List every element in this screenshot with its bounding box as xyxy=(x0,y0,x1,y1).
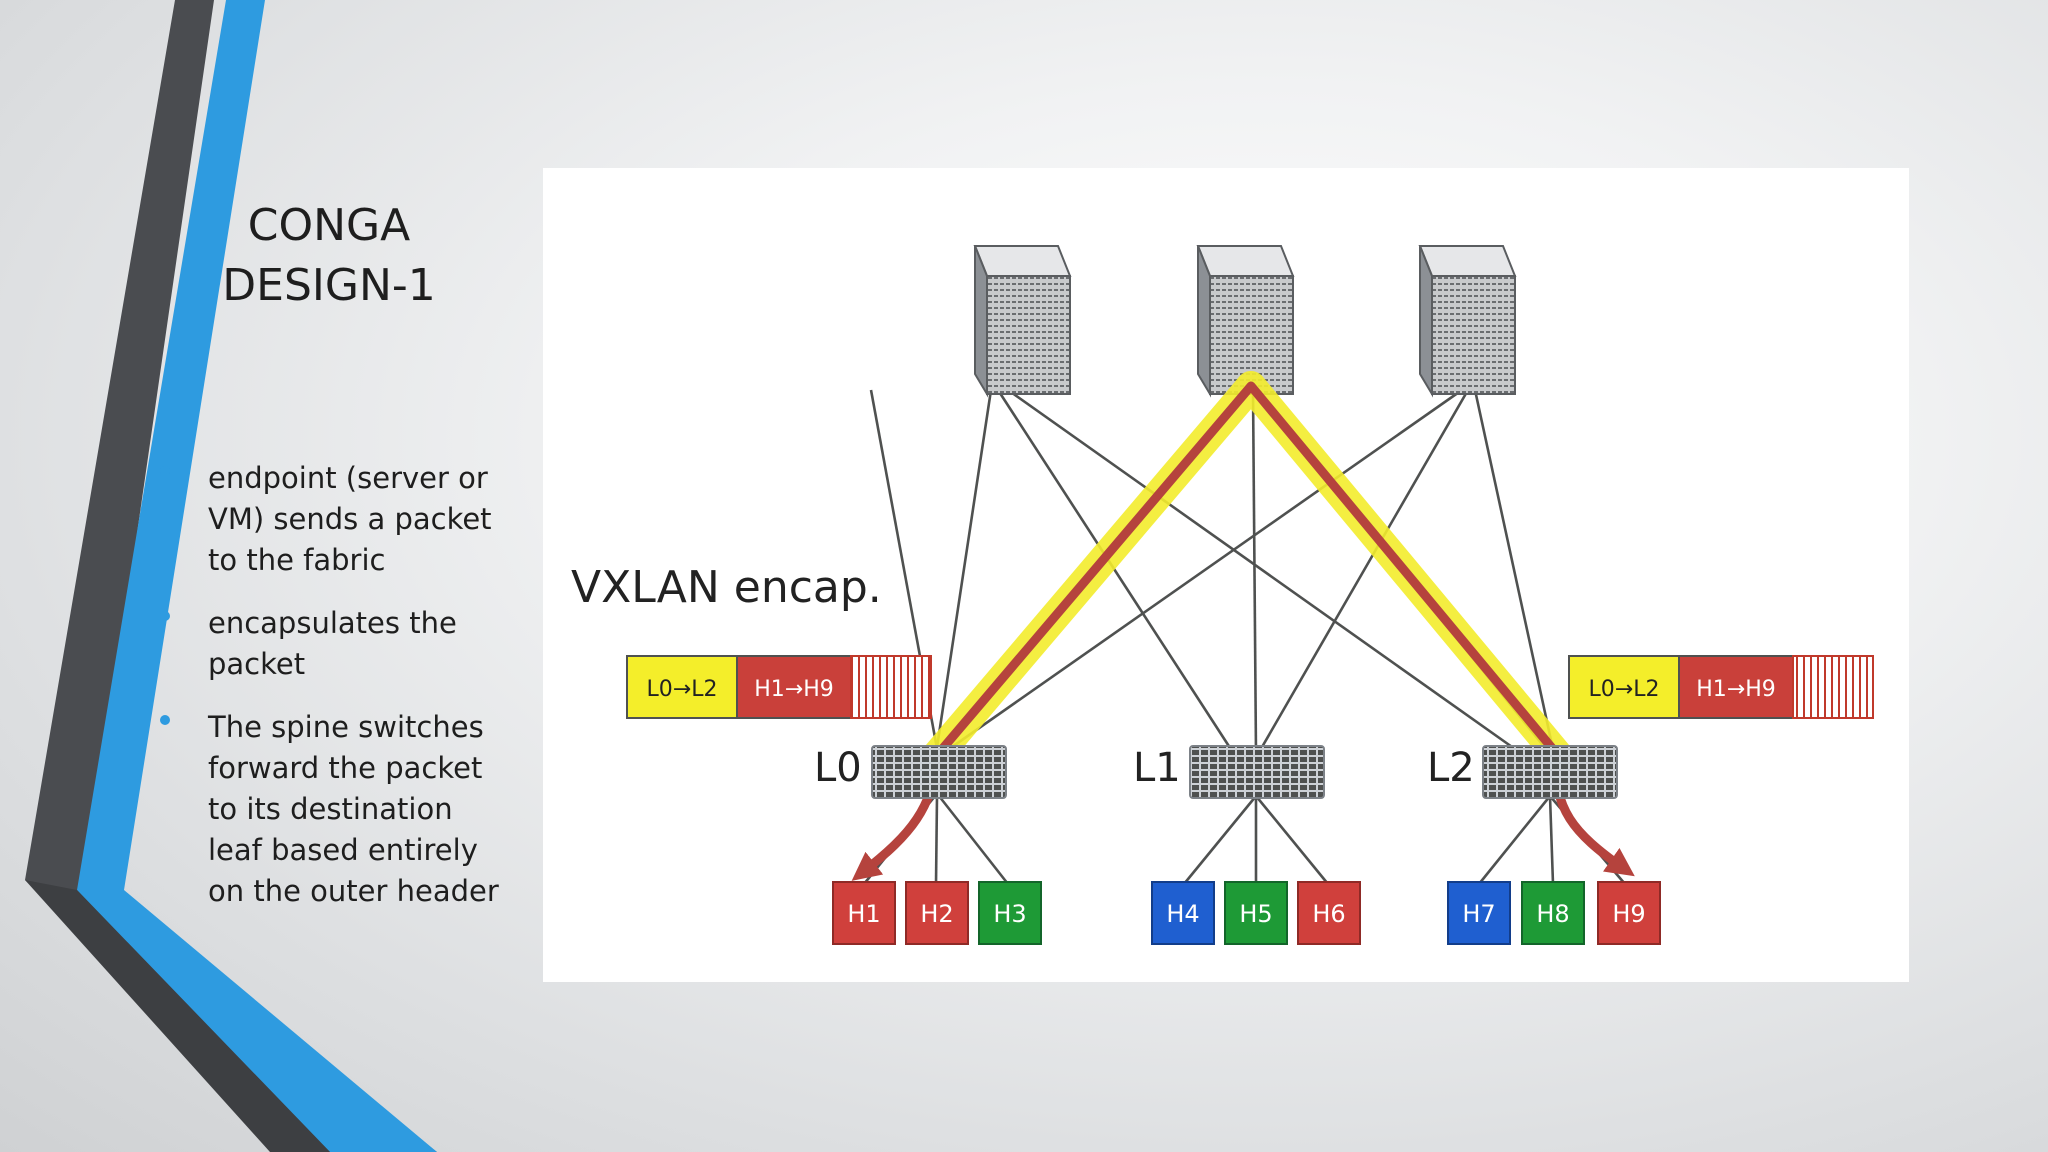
spine-switch-3 xyxy=(1418,245,1517,398)
bullet-list: endpoint (server or VM) sends a packet t… xyxy=(160,458,500,934)
spine-switch-2 xyxy=(1196,245,1295,398)
leaf-switch-L2 xyxy=(1482,745,1618,799)
bullet-dot-icon xyxy=(160,611,170,621)
host-H4: H4 xyxy=(1151,881,1215,945)
packet-header-right: L0→L2 H1→H9 xyxy=(1568,655,1874,719)
host-label: H9 xyxy=(1612,900,1645,928)
packet-header-left: L0→L2 H1→H9 xyxy=(626,655,932,719)
host-label: H5 xyxy=(1239,900,1272,928)
leaf-switch-L1 xyxy=(1189,745,1325,799)
bullet-item: The spine switches forward the packet to… xyxy=(160,707,500,912)
bullet-dot-icon xyxy=(160,715,170,725)
host-H3: H3 xyxy=(978,881,1042,945)
host-H2: H2 xyxy=(905,881,969,945)
host-label: H8 xyxy=(1536,900,1569,928)
encap-label: VXLAN encap. xyxy=(571,562,882,613)
leaf-label: L2 xyxy=(1427,745,1475,791)
host-H6: H6 xyxy=(1297,881,1361,945)
network-diagram: L0 L1 L2 H1 H2 H3 H4 H5 H6 H7 H8 H9 VXLA… xyxy=(543,168,1909,982)
diagram-canvas: L0 L1 L2 H1 H2 H3 H4 H5 H6 H7 H8 H9 VXLA… xyxy=(571,245,1874,945)
host-label: H3 xyxy=(993,900,1026,928)
outer-header-label: L0→L2 xyxy=(647,677,718,702)
bullet-text: The spine switches forward the packet to… xyxy=(208,710,499,908)
inner-header-label: H1→H9 xyxy=(1696,677,1776,702)
host-label: H2 xyxy=(920,900,953,928)
slide-title: CONGA DESIGN-1 xyxy=(170,196,488,316)
outer-header-label: L0→L2 xyxy=(1589,677,1660,702)
host-H8: H8 xyxy=(1521,881,1585,945)
spine-switch-1 xyxy=(973,245,1072,398)
bullet-dot-icon xyxy=(160,466,170,476)
leaf-label: L1 xyxy=(1133,745,1181,791)
leaf-switch-L0 xyxy=(871,745,1007,799)
forwarding-path xyxy=(851,371,1635,881)
dark-stripe-bottom xyxy=(25,880,330,1152)
host-H7: H7 xyxy=(1447,881,1511,945)
title-line-2: DESIGN-1 xyxy=(222,260,436,311)
host-label: H6 xyxy=(1312,900,1345,928)
bullet-item: endpoint (server or VM) sends a packet t… xyxy=(160,458,500,581)
bullet-text: encapsulates the packet xyxy=(208,606,457,681)
host-label: H7 xyxy=(1462,900,1495,928)
blue-stripe xyxy=(77,0,437,1152)
inner-header-label: H1→H9 xyxy=(754,677,834,702)
host-label: H1 xyxy=(847,900,880,928)
leaf-label: L0 xyxy=(814,745,862,791)
title-line-1: CONGA xyxy=(247,200,411,251)
host-H9: H9 xyxy=(1597,881,1661,945)
bullet-item: encapsulates the packet xyxy=(160,603,500,685)
host-links xyxy=(862,795,1626,885)
bullet-text: endpoint (server or VM) sends a packet t… xyxy=(208,461,492,577)
host-H5: H5 xyxy=(1224,881,1288,945)
dark-stripe xyxy=(25,0,437,1152)
host-label: H4 xyxy=(1166,900,1199,928)
host-H1: H1 xyxy=(832,881,896,945)
